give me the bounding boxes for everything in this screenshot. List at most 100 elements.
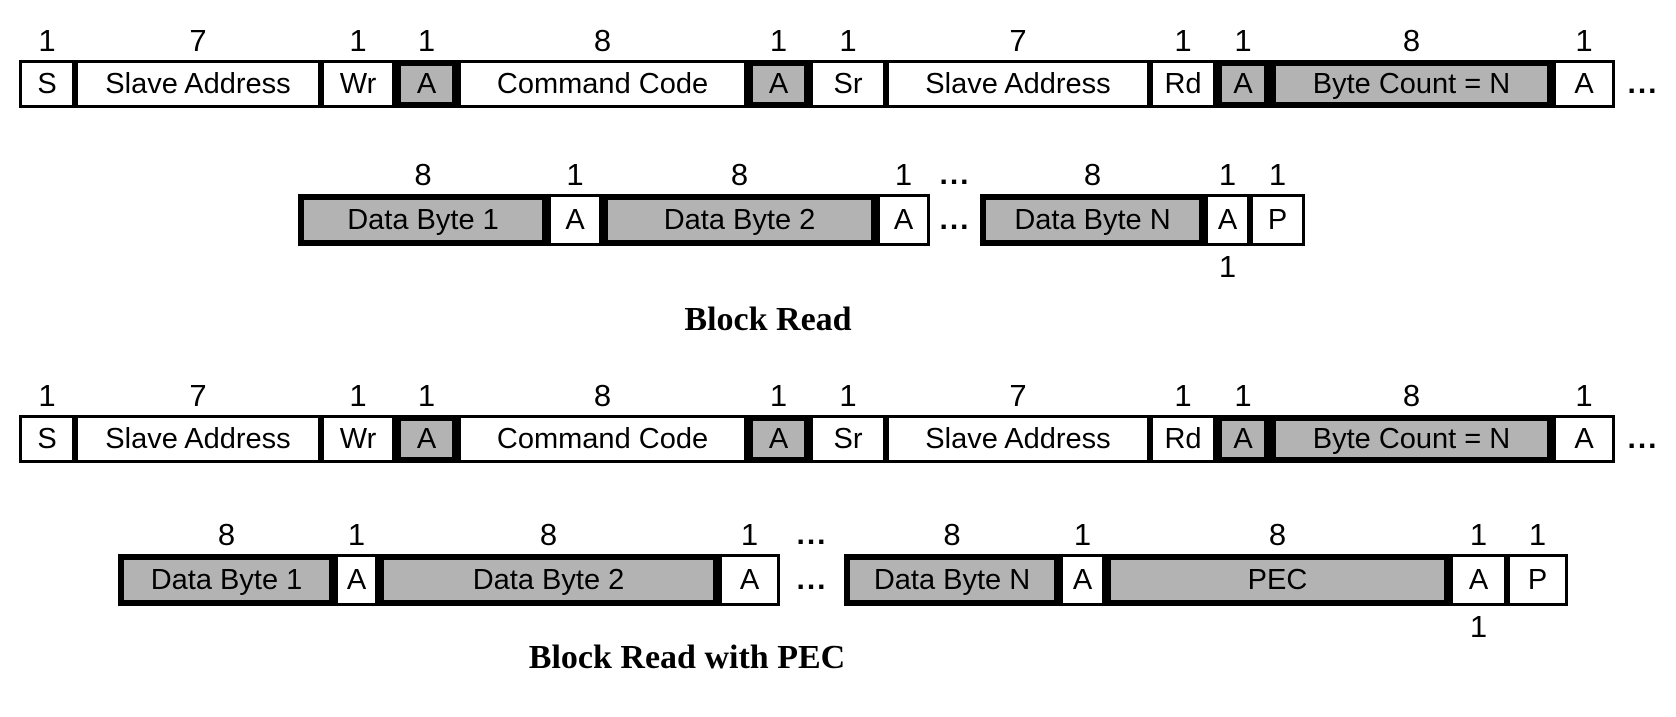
field-box-data-byte-1: Data Byte 1	[118, 554, 335, 606]
ellipsis: ...	[1627, 67, 1659, 100]
field-box-data-byte-n: Data Byte N	[980, 194, 1205, 246]
field-box-slave-address: Slave Address	[886, 415, 1150, 463]
bit-count-label: 7	[189, 378, 207, 413]
field-box-sr: Sr	[810, 60, 886, 108]
field-box-a: A	[395, 415, 458, 463]
bit-count-label: 1	[1575, 378, 1593, 413]
bit-count-label: 8	[414, 157, 432, 192]
field-box-wr: Wr	[321, 60, 395, 108]
bit-count-label: 1	[839, 23, 857, 58]
field-box-a: A	[1216, 415, 1270, 463]
bit-count-label	[1615, 377, 1671, 413]
bit-count-label: 1	[1174, 23, 1192, 58]
bit-count-label: 1	[417, 23, 436, 58]
field-box-a: A	[1553, 60, 1615, 108]
field-box-p: P	[1507, 554, 1568, 606]
field-box-a: A	[747, 415, 810, 463]
field-box-byte-count-n: Byte Count = N	[1270, 60, 1553, 108]
ellipsis: ...	[796, 518, 828, 551]
field-box-a: A	[1553, 415, 1615, 463]
field-box-slave-address: Slave Address	[886, 60, 1150, 108]
bit-count-label: 1	[769, 23, 788, 58]
bit-count-label: 1	[1218, 157, 1237, 192]
field-box-wr: Wr	[321, 415, 395, 463]
field-box-slave-address: Slave Address	[75, 60, 321, 108]
ellipsis-segment: ......	[930, 156, 980, 246]
field-box-data-byte-2: Data Byte 2	[602, 194, 877, 246]
block-read-with-pec-caption: Block Read with PEC	[528, 639, 846, 676]
bit-count-label: 8	[593, 378, 612, 413]
field-box-command-code: Command Code	[458, 60, 747, 108]
ellipsis: ...	[939, 158, 971, 191]
bit-count-label: 1	[894, 157, 913, 192]
bit-count-label: 7	[189, 23, 207, 58]
field-box-a: A	[548, 194, 602, 246]
bit-count-label: 1	[769, 378, 788, 413]
ack-bit-count-below: 1	[1469, 609, 1488, 644]
bit-count-label: 8	[539, 517, 558, 552]
bit-count-label: 1	[417, 378, 436, 413]
field-box-slave-address: Slave Address	[75, 415, 321, 463]
field-box-a: A	[1450, 554, 1507, 606]
field-box-s: S	[19, 60, 75, 108]
field-box-a: A	[395, 60, 458, 108]
field-box-rd: Rd	[1150, 60, 1216, 108]
bit-count-label: 1	[566, 157, 584, 192]
bit-count-label: 8	[1083, 157, 1102, 192]
bit-count-label: 8	[217, 517, 236, 552]
bit-count-label: 1	[1268, 157, 1287, 192]
field-box-s: S	[19, 415, 75, 463]
bit-count-label: 1	[1234, 23, 1252, 58]
bit-count-label: 8	[1402, 23, 1421, 58]
field-box-data-byte-1: Data Byte 1	[298, 194, 548, 246]
bit-count-label: 1	[1528, 517, 1547, 552]
field-box-a: A	[1060, 554, 1105, 606]
bit-count-label: 7	[1009, 378, 1027, 413]
field-box-a: A	[719, 554, 780, 606]
ack-bit-count-below: 1	[1218, 249, 1237, 284]
bit-count-label: 1	[349, 23, 367, 58]
bit-count-label: 1	[1174, 378, 1192, 413]
field-box-a: A	[747, 60, 810, 108]
block-read-caption: Block Read	[684, 301, 852, 338]
ellipsis-segment: ...	[1615, 377, 1671, 463]
bit-count-label: 8	[1268, 517, 1287, 552]
ellipsis: ...	[796, 563, 828, 596]
bit-count-label	[1615, 22, 1671, 58]
bit-count-label: 1	[839, 378, 857, 413]
bit-count-label: 1	[1575, 23, 1593, 58]
field-box-data-byte-2: Data Byte 2	[378, 554, 719, 606]
